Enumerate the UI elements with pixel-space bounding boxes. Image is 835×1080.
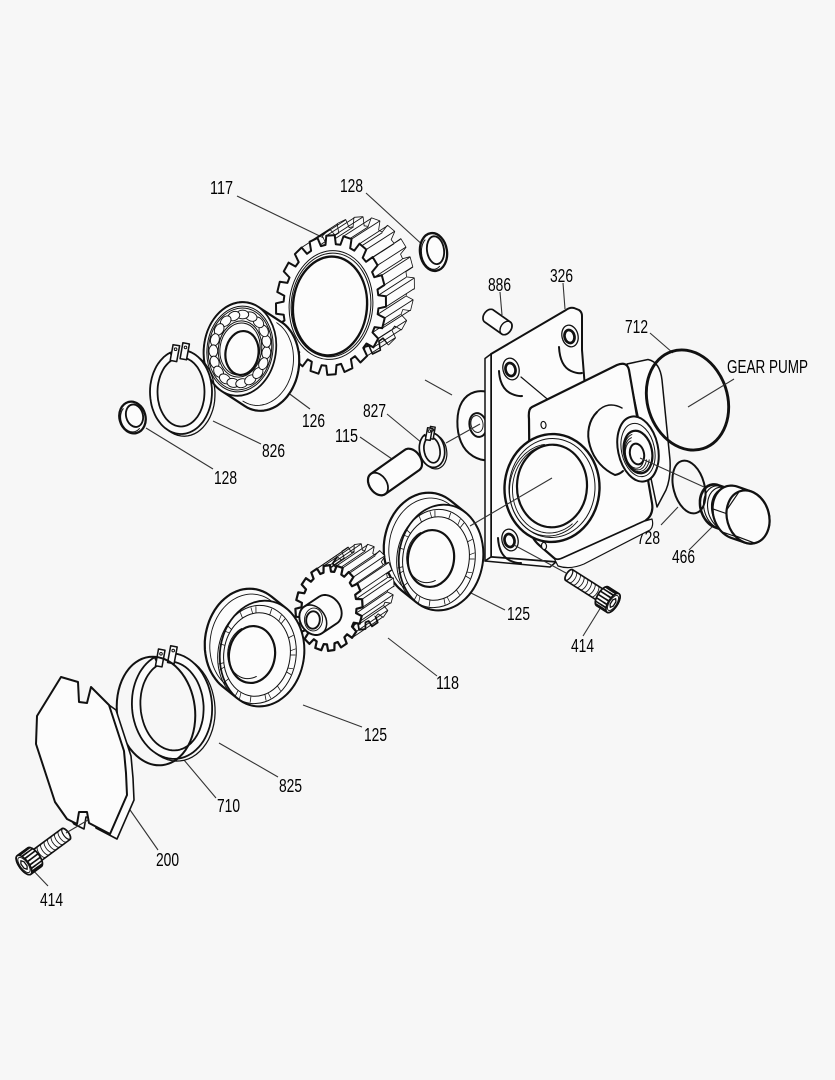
svg-text:886: 886 [488,275,511,295]
svg-text:414: 414 [571,636,594,656]
svg-text:825: 825 [279,776,302,796]
svg-text:125: 125 [507,604,530,624]
svg-text:115: 115 [335,426,358,446]
svg-text:826: 826 [262,441,285,461]
svg-text:466: 466 [672,547,695,567]
svg-text:414: 414 [40,890,63,910]
svg-text:126: 126 [302,411,325,431]
svg-text:118: 118 [436,673,459,693]
svg-text:128: 128 [214,468,237,488]
svg-text:GEAR PUMP: GEAR PUMP [727,357,808,377]
svg-text:326: 326 [550,266,573,286]
svg-text:710: 710 [217,796,240,816]
svg-text:125: 125 [364,725,387,745]
svg-text:200: 200 [156,850,179,870]
svg-text:117: 117 [210,178,233,198]
svg-text:128: 128 [340,176,363,196]
svg-text:712: 712 [625,317,648,337]
svg-text:827: 827 [363,401,386,421]
